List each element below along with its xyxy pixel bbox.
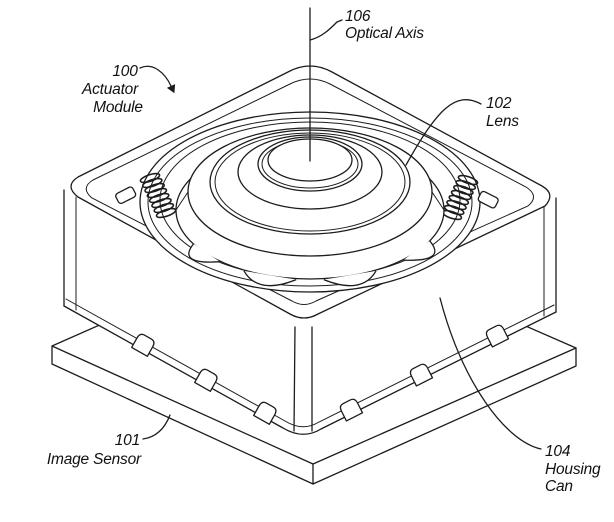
label-housing-can-ref: 104 bbox=[545, 443, 571, 460]
lens-assembly bbox=[115, 111, 499, 293]
label-image-sensor: Image Sensor bbox=[47, 451, 142, 468]
label-lens: Lens bbox=[486, 113, 519, 130]
label-optical-axis: Optical Axis bbox=[345, 25, 424, 42]
barrel-side-left bbox=[175, 191, 189, 211]
label-housing-can-line2: Can bbox=[545, 478, 573, 495]
leader-lines bbox=[139, 19, 542, 450]
housing-top-rim bbox=[85, 78, 534, 305]
arrowhead-icon bbox=[166, 84, 176, 94]
lens-barrel-scallops bbox=[188, 240, 436, 287]
leader-optical-axis bbox=[309, 19, 343, 41]
housing-left-face bbox=[64, 186, 304, 441]
leader-image-sensor bbox=[142, 414, 171, 440]
label-image-sensor-ref: 101 bbox=[115, 432, 140, 449]
housing-right-face bbox=[303, 194, 556, 441]
label-actuator-module-line1: Actuator bbox=[81, 81, 139, 98]
housing-front-corner-left bbox=[293, 326, 296, 432]
left-spring-coil-icon bbox=[139, 172, 177, 219]
label-optical-axis-ref: 106 bbox=[345, 8, 371, 25]
housing-bottom-edge-inner bbox=[65, 298, 555, 428]
label-lens-ref: 102 bbox=[486, 95, 512, 112]
label-actuator-module-line2: Module bbox=[93, 99, 143, 116]
labels: 106 Optical Axis 100 Actuator Module 102… bbox=[47, 8, 601, 495]
housing-tabs bbox=[131, 324, 510, 425]
right-spring-clip-icon bbox=[477, 190, 499, 209]
barrel-side-right bbox=[431, 191, 445, 211]
label-housing-can-line1: Housing bbox=[545, 461, 601, 478]
leader-actuator-module-arrow bbox=[139, 65, 172, 87]
left-spring-clip-icon bbox=[115, 186, 137, 205]
leader-lens bbox=[405, 99, 482, 166]
housing-bottom-edge-outer bbox=[63, 305, 557, 435]
leader-housing-can bbox=[439, 297, 542, 450]
label-actuator-module-ref: 100 bbox=[112, 63, 138, 80]
